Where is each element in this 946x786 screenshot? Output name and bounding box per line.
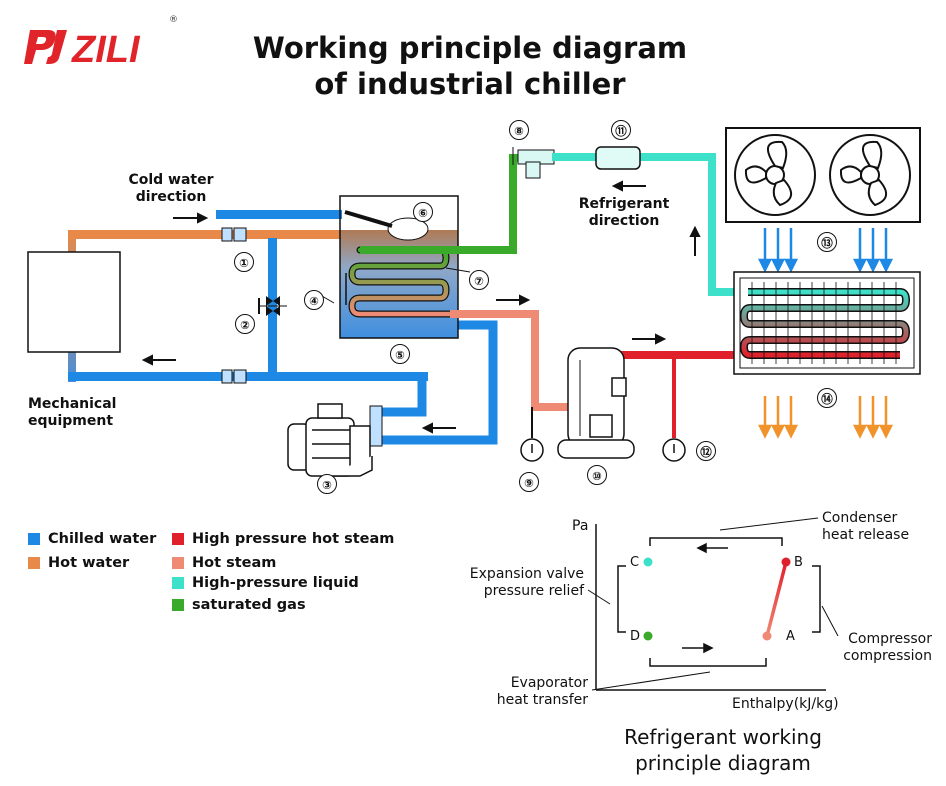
condenser [733, 271, 921, 375]
ph-y-axis-label: Pa [572, 518, 589, 534]
compressor-compression-label: Compressor compression [838, 631, 932, 665]
legend-item: Hot steam [172, 555, 276, 571]
legend-label: Hot steam [192, 555, 277, 571]
condenser-heat-release-label: Condenser heat release [822, 510, 909, 544]
component-number-10: ⑩ [587, 465, 607, 485]
expansion-valve-label: Expansion valve pressure relief [466, 566, 584, 600]
legend-label: Chilled water [48, 531, 157, 547]
refrigerant-line-2: direction [588, 213, 660, 229]
ph-point-c: C [630, 555, 640, 570]
legend-item: Hot water [28, 555, 129, 571]
pressure-gauge-low-icon [520, 407, 544, 462]
expansion-line-2: pressure relief [483, 583, 584, 599]
component-number-2: ② [235, 314, 255, 334]
legend-item: High pressure hot steam [172, 531, 394, 547]
condenser-fans [725, 127, 921, 223]
pipe-fittings [221, 227, 383, 447]
refrigerant-line-1: Refrigerant [578, 196, 670, 212]
ph-title-line-2: principle diagram [635, 751, 811, 775]
title-line-1: Working principle diagram [252, 31, 688, 65]
legend-swatch [172, 557, 184, 569]
component-number-1: ① [234, 252, 254, 272]
ph-title-line-1: Refrigerant working [624, 725, 822, 749]
legend-swatch [172, 599, 184, 611]
compressor-line-2: compression [843, 648, 932, 664]
evaporator-line-2: heat transfer [496, 692, 588, 708]
mechanical-equipment [27, 232, 121, 382]
ph-point-b: B [794, 555, 803, 570]
legend-item: High-pressure liquid [172, 575, 359, 591]
legend-swatch [28, 533, 40, 545]
legend-item: Chilled water [28, 531, 156, 547]
legend-item: saturated gas [172, 597, 306, 613]
zili-logo: ZILI [24, 29, 141, 70]
legend-swatch [172, 577, 184, 589]
ball-valve-icon [258, 296, 287, 316]
ph-diagram-title: Refrigerant working principle diagram [598, 724, 848, 776]
mechanical-equipment-label: Mechanical equipment [28, 396, 116, 430]
condenser-line-2: heat release [822, 527, 910, 543]
cold-water-direction-label: Cold water direction [128, 172, 214, 206]
ph-diagram [587, 517, 839, 691]
svg-text:ZILI: ZILI [71, 29, 141, 70]
cold-water-line-1: Cold water [128, 172, 214, 188]
registered-mark: ® [169, 15, 178, 25]
legend-swatch [172, 533, 184, 545]
compressor-icon [557, 347, 635, 459]
evaporator-line-1: Evaporator [510, 675, 588, 691]
pressure-gauge-high-icon [662, 355, 686, 462]
flow-arrows [141, 180, 701, 434]
hot-air-arrows [757, 396, 894, 439]
evaporator-heat-transfer-label: Evaporator heat transfer [492, 675, 588, 709]
refrigerant-direction-label: Refrigerant direction [572, 196, 676, 230]
legend-label: saturated gas [192, 597, 306, 613]
cold-water-line-2: direction [135, 189, 207, 205]
component-number-11: ⑪ [611, 120, 631, 140]
component-number-9: ⑨ [519, 472, 539, 492]
component-number-3: ③ [317, 474, 337, 494]
water-pump-icon [287, 403, 373, 477]
legend-label: High-pressure liquid [192, 575, 359, 591]
title-line-2: of industrial chiller [314, 67, 626, 101]
component-number-13: ⑬ [817, 232, 837, 252]
hot-water-pipe [68, 230, 343, 239]
component-number-4: ④ [304, 290, 324, 310]
component-number-7: ⑦ [469, 270, 489, 290]
ph-point-d: D [630, 629, 641, 644]
component-number-6: ⑥ [413, 202, 433, 222]
page-title: Working principle diagram of industrial … [230, 30, 710, 102]
condenser-line-1: Condenser [822, 510, 898, 526]
mech-line-2: equipment [28, 413, 114, 429]
legend-swatch [28, 557, 40, 569]
cold-water-inlet-pipe [216, 210, 342, 219]
chilled-water-pipes [68, 238, 498, 445]
component-number-14: ⑭ [817, 388, 837, 408]
expansion-line-1: Expansion valve [469, 566, 584, 582]
component-number-8: ⑧ [509, 120, 529, 140]
legend-label: High pressure hot steam [192, 531, 395, 547]
cool-air-arrows [757, 228, 894, 273]
component-number-12: ⑫ [696, 441, 716, 461]
component-number-5: ⑤ [390, 344, 410, 364]
legend-label: Hot water [48, 555, 130, 571]
filter-drier [595, 146, 641, 170]
hot-steam-pipe [450, 310, 595, 411]
compressor-line-1: Compressor [848, 631, 932, 647]
expansion-valve-icon [512, 147, 555, 179]
ph-x-axis-label: Enthalpy(kJ/kg) [732, 696, 839, 712]
mech-line-1: Mechanical [28, 396, 117, 412]
evaporator-coil-color [349, 247, 453, 317]
ph-point-a: A [786, 629, 795, 644]
